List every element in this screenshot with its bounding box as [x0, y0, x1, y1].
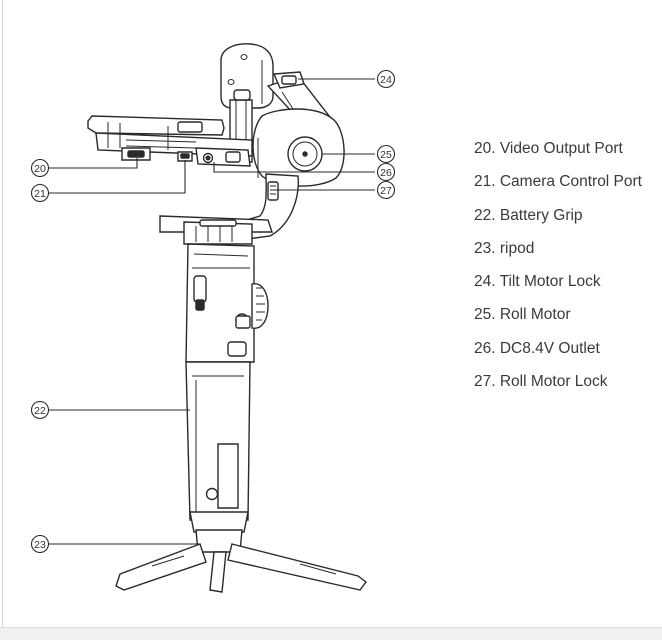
legend-item-video-output-port: 20. Video Output Port	[474, 140, 623, 157]
callout-23: 23	[30, 534, 50, 554]
callout-26: 26	[376, 162, 396, 182]
side-wheel	[251, 283, 269, 329]
callout-22-number: 22	[34, 405, 46, 417]
legend-item-camera-control-port: 21. Camera Control Port	[474, 173, 642, 191]
handle-body	[185, 243, 255, 363]
leader-lines	[48, 78, 375, 545]
legend-item-tilt-motor-lock: 24. Tilt Motor Lock	[474, 273, 601, 291]
callout-25-number: 25	[380, 149, 392, 161]
legend-item-tripod: 23. ripod	[474, 239, 535, 257]
battery-grip-drawing	[185, 361, 251, 533]
camera-plate	[87, 115, 253, 167]
parts-legend: 20. Video Output Port 21. Camera Control…	[474, 138, 662, 404]
legend-item-roll-motor-lock: 27. Roll Motor Lock	[474, 373, 608, 391]
tripod-drawing	[115, 529, 367, 593]
legend-item-dc-outlet: 26. DC8.4V Outlet	[474, 339, 600, 357]
callout-24-number: 24	[380, 74, 392, 86]
callout-26-number: 26	[380, 167, 392, 179]
callout-20: 20	[30, 158, 50, 178]
legend-item-battery-grip: 22. Battery Grip	[474, 206, 583, 224]
clamp-knob	[159, 215, 273, 245]
callout-25: 25	[376, 144, 396, 164]
callout-27-number: 27	[380, 185, 392, 197]
callout-21: 21	[30, 183, 50, 203]
callout-24: 24	[376, 69, 396, 89]
callout-21-number: 21	[34, 188, 46, 200]
roll-motor	[252, 108, 345, 187]
legend-item-roll-motor: 25. Roll Motor	[474, 306, 571, 324]
footer-band	[0, 627, 662, 640]
left-border-line	[2, 0, 3, 628]
callout-22: 22	[30, 400, 50, 420]
callout-20-number: 20	[34, 163, 46, 175]
callout-23-number: 23	[34, 539, 46, 551]
callout-27: 27	[376, 180, 396, 200]
